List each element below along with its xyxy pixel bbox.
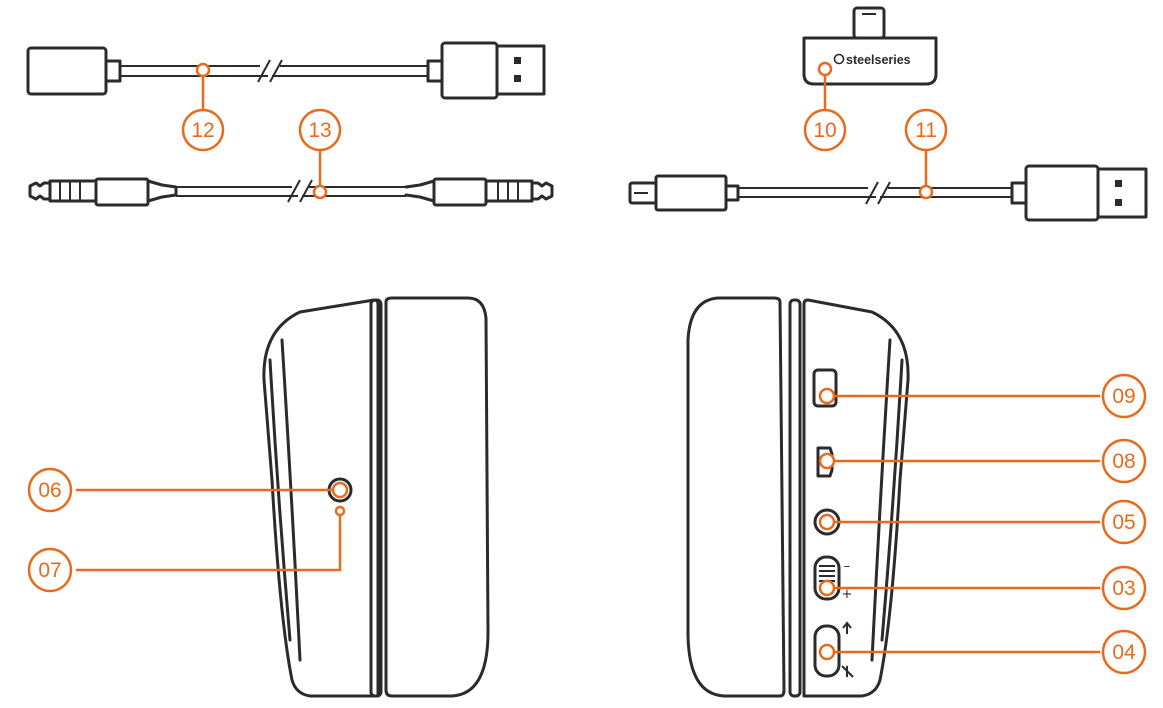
callout-03-label: 03 [1112, 577, 1135, 600]
callout-13: 13 [298, 108, 342, 152]
callout-08: 08 [1101, 438, 1147, 484]
usb-c-cable [628, 164, 1148, 222]
usb-port-icon [816, 446, 834, 478]
callout-06: 06 [27, 467, 73, 513]
volume-minus-label: – [844, 559, 851, 574]
callout-10-label: 10 [813, 119, 836, 142]
audio-cable [28, 177, 554, 207]
callout-04: 04 [1101, 629, 1147, 675]
steelseries-logo-icon [833, 53, 845, 65]
callout-07: 07 [27, 547, 73, 593]
wireless-dongle: steelseries [802, 6, 938, 86]
callout-11-label: 11 [915, 119, 937, 142]
callout-12: 12 [181, 108, 225, 152]
callout-13-label: 13 [308, 119, 331, 142]
callout-leads [76, 72, 1100, 654]
callout-07-label: 07 [38, 559, 61, 582]
callout-12-label: 12 [191, 119, 214, 142]
callout-06-label: 06 [38, 479, 61, 502]
left-earcup [262, 296, 490, 698]
volume-plus-label: + [842, 587, 853, 602]
callout-10: 10 [803, 108, 847, 152]
callout-09-label: 09 [1112, 385, 1135, 408]
right-earcup: – + [686, 296, 910, 698]
callout-03: 03 [1101, 565, 1147, 611]
volume-wheel [813, 555, 841, 601]
callout-08-label: 08 [1112, 450, 1135, 473]
callout-05-label: 05 [1112, 511, 1135, 534]
mic-on-icon [842, 621, 852, 634]
mic-muted-icon [841, 665, 854, 678]
callout-04-label: 04 [1112, 641, 1136, 664]
brand-logo-text: steelseries [846, 53, 911, 67]
callout-11: 11 [904, 108, 948, 152]
usb-extension-cable [26, 41, 546, 100]
power-button [812, 368, 838, 408]
callout-05: 05 [1101, 499, 1147, 545]
callout-anchors [195, 61, 934, 661]
callout-09: 09 [1101, 373, 1147, 419]
